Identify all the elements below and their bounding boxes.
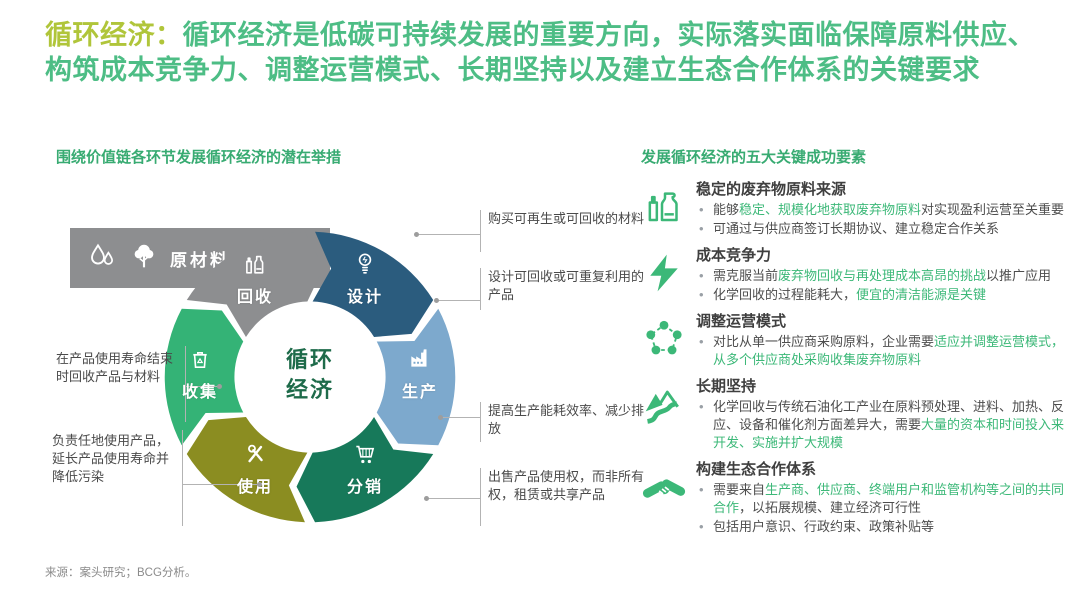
lightbulb-icon (352, 250, 378, 281)
page-title: 循环经济：循环经济是低碳可持续发展的重要方向，实际落实面临保障原料供应、构筑成本… (45, 18, 1043, 88)
segment-shape-production (376, 308, 456, 446)
lightning-icon (641, 246, 687, 305)
source-note: 来源：案头研究；BCG分析。 (45, 567, 197, 579)
factor-long-term: 长期坚持 化学回收与传统石油化工产业在原料预处理、进料、加热、反应、设备和催化剂… (641, 377, 1065, 453)
segment-label: 收集 (181, 384, 218, 401)
segment-shape-use (186, 417, 308, 523)
segment-distribution: 分销 (323, 440, 407, 497)
annotation-production: 提高生产能耗效率、减少排放 (488, 403, 645, 436)
factory-icon (407, 345, 433, 376)
segment-label: 使用 (236, 479, 273, 496)
connector-line (183, 484, 259, 485)
factor-bullet: 可通过与供应商签订长期协议、建立稳定合作关系 (696, 220, 1065, 238)
segment-shape-design (312, 231, 434, 337)
connector-line (438, 300, 480, 301)
factor-bullet: 化学回收与传统石油化工产业在原料预处理、进料、加热、反应、设备和催化剂方面差异大… (696, 398, 1065, 452)
annotation-distribution: 出售产品使用权，而非所有权，租赁或共享产品 (488, 469, 645, 502)
factor-bullet: 化学回收的过程能耗大，便宜的清洁能源是关键 (696, 286, 1065, 304)
segment-label: 设计 (346, 289, 383, 306)
annotation-collection: 在产品使用寿命结束时回收产品与材料 (56, 351, 174, 384)
cycle-center-line1: 循环 (285, 347, 334, 372)
connector-dot (424, 496, 429, 501)
title-prefix: 循环经济： (45, 20, 183, 50)
factor-bullets: 需要来自生产商、供应商、终端用户和监管机构等之间的共同合作，以拓展规模、建立经济… (696, 481, 1065, 536)
segment-production: 生产 (378, 345, 462, 402)
factor-bullet: 包括用户意识、行政约束、政策补贴等 (696, 518, 1065, 536)
segment-label: 分销 (346, 479, 383, 496)
segment-collection: 收集 (158, 345, 242, 402)
tree-icon (128, 240, 160, 277)
connector-line (185, 346, 186, 422)
connector-dot (257, 482, 262, 487)
connector-line (480, 402, 481, 442)
cycle-center-label: 循环 经济 (250, 345, 370, 405)
segment-shape-distribution (296, 417, 434, 523)
factor-bullets: 需克服当前废弃物回收与再处理成本高昂的挑战以推广应用化学回收的过程能耗大，便宜的… (696, 267, 1065, 304)
connector-line (480, 468, 481, 526)
bottles-icon (242, 250, 268, 281)
annotation-use: 负责任地使用产品，延长产品使用寿命并降低污染 (52, 433, 170, 484)
factor-title: 调整运营模式 (696, 313, 787, 330)
annotation-recycling: 购买可再生或可回收的材料 (488, 211, 645, 226)
handshake-icon (641, 460, 687, 537)
bottles-icon (641, 180, 687, 239)
trash-bin-icon (187, 345, 213, 376)
title-text: 循环经济是低碳可持续发展的重要方向，实际落实面临保障原料供应、构筑成本竞争力、调… (45, 20, 1035, 85)
factor-bullets: 化学回收与传统石油化工产业在原料预处理、进料、加热、反应、设备和催化剂方面差异大… (696, 398, 1065, 452)
tools-icon (242, 440, 268, 471)
factor-ecosystem: 构建生态合作体系 需要来自生产商、供应商、终端用户和监管机构等之间的共同合作，以… (641, 460, 1065, 537)
connector-line (418, 234, 480, 235)
segment-label: 生产 (401, 384, 438, 401)
annotation-design: 设计可回收或可重复利用的产品 (488, 269, 645, 302)
factor-title: 成本竞争力 (696, 247, 772, 264)
factor-title: 长期坚持 (696, 378, 757, 395)
factor-bullets: 对比从单一供应商采购原料，企业需要适应并调整运营模式，从多个供应商处采购收集废弃… (696, 333, 1065, 369)
factor-operating-model: 调整运营模式 对比从单一供应商采购原料，企业需要适应并调整运营模式，从多个供应商… (641, 312, 1065, 370)
factor-cost: 成本竞争力 需克服当前废弃物回收与再处理成本高昂的挑战以推广应用化学回收的过程能… (641, 246, 1065, 305)
segment-use: 使用 (213, 440, 297, 497)
connector-line (182, 430, 183, 526)
segment-shape-recycling (186, 231, 324, 337)
mountains-road-icon (641, 377, 687, 453)
factor-bullet: 需克服当前废弃物回收与再处理成本高昂的挑战以推广应用 (696, 267, 1065, 285)
connector-line (442, 417, 480, 418)
segment-shape-collection (164, 308, 244, 446)
connector-line (480, 210, 481, 252)
cart-icon (352, 440, 378, 471)
factor-title: 构建生态合作体系 (696, 461, 817, 478)
factor-bullet: 对比从单一供应商采购原料，企业需要适应并调整运营模式，从多个供应商处采购收集废弃… (696, 333, 1065, 369)
circular-economy-diagram: 原材料 回收 (40, 180, 644, 580)
network-icon (641, 312, 687, 370)
connector-line (186, 386, 218, 387)
factor-title: 稳定的废弃物原料来源 (696, 181, 847, 198)
segment-design: 设计 (323, 250, 407, 307)
raw-materials-label: 原材料 (170, 250, 230, 270)
cycle-center-line2: 经济 (285, 377, 334, 402)
connector-dot (438, 415, 443, 420)
factor-bullets: 能够稳定、规模化地获取废弃物原料对实现盈利运营至关重要可通过与供应商签订长期协议… (696, 201, 1065, 238)
cycle-ring (164, 231, 456, 523)
key-success-factors: 稳定的废弃物原料来源 能够稳定、规模化地获取废弃物原料对实现盈利运营至关重要可通… (641, 180, 1065, 544)
connector-dot (414, 232, 419, 237)
factor-waste-supply: 稳定的废弃物原料来源 能够稳定、规模化地获取废弃物原料对实现盈利运营至关重要可通… (641, 180, 1065, 239)
connector-line (428, 498, 480, 499)
segment-recycling: 回收 (213, 250, 297, 307)
connector-dot (217, 384, 222, 389)
segment-label: 回收 (236, 289, 273, 306)
connector-dot (434, 298, 439, 303)
ring-center-hole (236, 303, 384, 451)
right-section-header: 发展循环经济的五大关键成功要素 (641, 149, 867, 166)
connector-line (480, 268, 481, 310)
left-section-header: 围绕价值链各环节发展循环经济的潜在举措 (56, 149, 342, 166)
water-drop-icon (86, 240, 118, 277)
factor-bullet: 需要来自生产商、供应商、终端用户和监管机构等之间的共同合作，以拓展规模、建立经济… (696, 481, 1065, 517)
factor-bullet: 能够稳定、规模化地获取废弃物原料对实现盈利运营至关重要 (696, 201, 1065, 219)
